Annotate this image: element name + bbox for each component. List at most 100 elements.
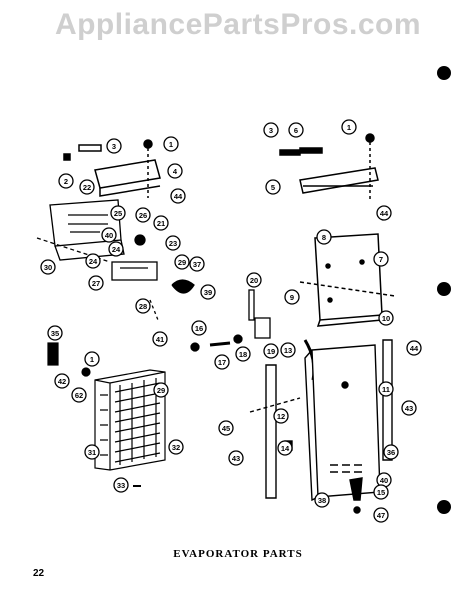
svg-text:39: 39 [204, 288, 212, 297]
svg-text:14: 14 [281, 444, 290, 453]
svg-text:23: 23 [169, 239, 177, 248]
callout-16: 16 [191, 320, 207, 336]
callout-27: 27 [88, 275, 104, 291]
callout-31: 31 [84, 444, 100, 460]
callout-42: 42 [54, 373, 70, 389]
callout-37: 37 [189, 256, 205, 272]
svg-text:24: 24 [89, 257, 98, 266]
binder-hole-bottom [437, 500, 451, 514]
svg-text:3: 3 [269, 126, 273, 135]
binder-hole-middle [437, 282, 451, 296]
svg-text:15: 15 [377, 488, 385, 497]
svg-text:40: 40 [105, 231, 113, 240]
callout-12: 12 [273, 408, 289, 424]
svg-text:25: 25 [114, 209, 122, 218]
callout-38: 38 [314, 492, 330, 508]
svg-text:45: 45 [222, 424, 230, 433]
callout-6: 6 [288, 122, 304, 138]
callout-19: 19 [263, 343, 279, 359]
svg-text:7: 7 [379, 255, 383, 264]
svg-text:4: 4 [173, 167, 178, 176]
svg-text:11: 11 [382, 385, 390, 394]
callout-41: 41 [152, 331, 168, 347]
callout-22: 22 [79, 179, 95, 195]
callout-1: 1 [341, 119, 357, 135]
svg-text:10: 10 [382, 314, 390, 323]
callout-24: 24 [85, 253, 101, 269]
part-group-cover-plate [299, 233, 396, 327]
callout-7: 7 [373, 251, 389, 267]
callout-36: 36 [383, 444, 399, 460]
callout-39: 39 [200, 284, 216, 300]
svg-text:47: 47 [377, 511, 385, 520]
callout-20: 20 [246, 272, 262, 288]
callout-3: 3 [263, 122, 279, 138]
part-group-top-right [279, 133, 379, 200]
svg-text:29: 29 [178, 258, 186, 267]
svg-text:21: 21 [157, 219, 165, 228]
callout-43: 43 [401, 400, 417, 416]
callout-8: 8 [316, 229, 332, 245]
svg-text:29: 29 [157, 386, 165, 395]
callout-13: 13 [280, 342, 296, 358]
svg-text:9: 9 [290, 293, 294, 302]
svg-text:43: 43 [232, 454, 240, 463]
page-number: 22 [33, 568, 45, 579]
svg-text:13: 13 [284, 346, 292, 355]
callout-1: 1 [84, 351, 100, 367]
svg-text:31: 31 [88, 448, 96, 457]
svg-text:33: 33 [117, 481, 125, 490]
callout-40: 40 [101, 227, 117, 243]
svg-text:19: 19 [267, 347, 275, 356]
callout-47: 47 [373, 507, 389, 523]
callout-9: 9 [284, 289, 300, 305]
callout-1: 1 [163, 136, 179, 152]
svg-text:1: 1 [347, 123, 351, 132]
callout-15: 15 [373, 484, 389, 500]
callout-44: 44 [406, 340, 422, 356]
svg-text:2: 2 [64, 177, 68, 186]
svg-text:41: 41 [156, 335, 164, 344]
svg-text:43: 43 [405, 404, 413, 413]
svg-text:40: 40 [380, 476, 388, 485]
callout-45: 45 [218, 420, 234, 436]
svg-text:20: 20 [250, 276, 258, 285]
part-group-evaporator-coil [47, 342, 166, 487]
svg-text:1: 1 [169, 140, 173, 149]
binder-hole-top [437, 66, 451, 80]
svg-text:8: 8 [322, 233, 326, 242]
callout-17: 17 [214, 354, 230, 370]
callout-29: 29 [174, 254, 190, 270]
callout-43: 43 [228, 450, 244, 466]
callout-21: 21 [153, 215, 169, 231]
svg-text:16: 16 [195, 324, 203, 333]
svg-text:17: 17 [218, 358, 226, 367]
diagram-caption: EVAPORATOR PARTS [173, 548, 303, 560]
callout-30: 30 [40, 259, 56, 275]
svg-text:28: 28 [139, 302, 147, 311]
svg-text:44: 44 [380, 209, 389, 218]
svg-text:44: 44 [174, 192, 183, 201]
callout-3: 3 [106, 138, 122, 154]
callout-25: 25 [110, 205, 126, 221]
callout-44: 44 [170, 188, 186, 204]
callout-35: 35 [47, 325, 63, 341]
callout-11: 11 [378, 381, 394, 397]
callout-2: 2 [58, 173, 74, 189]
callout-23: 23 [165, 235, 181, 251]
part-group-top-left [63, 139, 161, 198]
svg-text:38: 38 [318, 496, 326, 505]
svg-text:22: 22 [83, 183, 91, 192]
svg-text:44: 44 [410, 344, 419, 353]
svg-text:32: 32 [172, 443, 180, 452]
callout-24: 24 [108, 241, 124, 257]
svg-text:5: 5 [271, 183, 275, 192]
callout-4: 4 [167, 163, 183, 179]
callout-5: 5 [265, 179, 281, 195]
callout-33: 33 [113, 477, 129, 493]
svg-text:6: 6 [294, 126, 298, 135]
callout-14: 14 [277, 440, 293, 456]
